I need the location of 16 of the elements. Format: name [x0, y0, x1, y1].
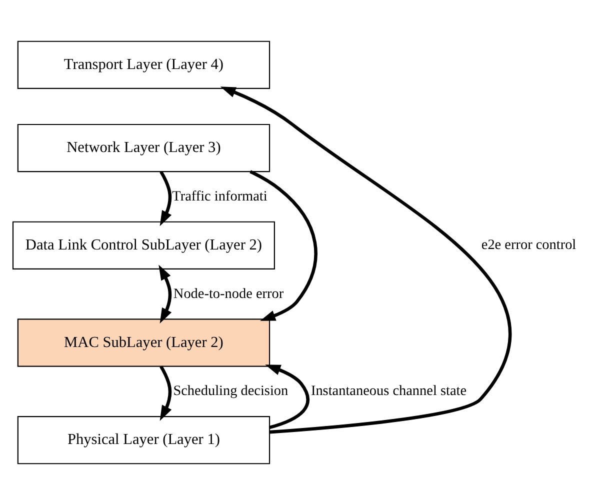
- node-box: Transport Layer (Layer 4): [17, 40, 270, 88]
- node-box: Network Layer (Layer 3): [17, 123, 270, 172]
- node-box: Physical Layer (Layer 1): [17, 416, 270, 464]
- arrow: [160, 170, 172, 226]
- arrow: [220, 86, 511, 434]
- node-box: Data Link Control SubLayer (Layer 2): [12, 220, 275, 269]
- edge-label: Node-to-node error: [173, 285, 284, 302]
- arrow: [265, 364, 310, 429]
- arrow: [250, 170, 318, 320]
- edge-label: Instantaneous channel state: [310, 382, 467, 399]
- node-box: MAC SubLayer (Layer 2): [17, 318, 270, 366]
- edge-label: Traffic informati: [172, 188, 268, 204]
- edge-label: Scheduling decision: [173, 382, 288, 399]
- arrow: [160, 365, 172, 420]
- edge-label: e2e error control: [481, 236, 576, 253]
- arrow: [158, 264, 172, 324]
